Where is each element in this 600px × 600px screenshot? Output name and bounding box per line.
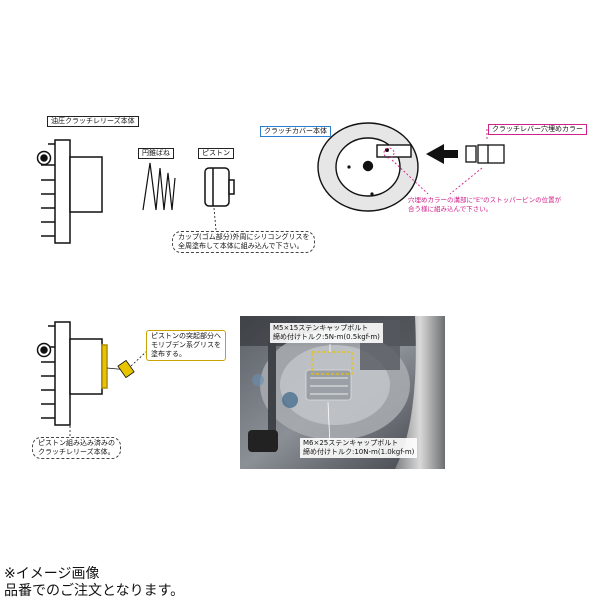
clutch-lever-hole-collar-label: クラッチレバー穴埋めカラー	[488, 124, 587, 135]
clutch-cover-drawing	[317, 122, 419, 212]
collar-drawing	[465, 144, 505, 164]
piston-label: ピストン	[198, 148, 234, 159]
image-disclaimer: ※イメージ画像	[4, 566, 100, 582]
clutch-release-body-label: 油圧クラッチレリーズ本体	[47, 116, 139, 127]
insert-arrow-icon	[426, 144, 458, 164]
collar-alignment-note: 穴埋めカラーの溝部に"E"のストッパーピンの位置が 合う様に組み込んで下さい。	[408, 196, 562, 213]
order-note: 品番でのご注文となります。	[4, 583, 185, 599]
assembled-body-drawing	[36, 321, 108, 426]
bolt-m6-label: M6×25ステンキャップボルト 締め付けトルク:10N-m(1.0kgf-m)	[300, 438, 418, 458]
assembled-body-label: ピストン組み込み済みの クラッチレリーズ本体。	[32, 437, 121, 459]
piston-drawing	[204, 167, 235, 207]
magenta-leaders	[383, 128, 488, 195]
clutch-release-body-drawing	[36, 139, 103, 244]
piston-grease-note: ピストンの突起部分へ モリブデン系グリスを 塗布する。	[146, 330, 226, 361]
conical-spring-label: 円錐ばね	[138, 148, 174, 159]
conical-spring-drawing	[142, 162, 176, 211]
bolt-m5-label: M5×15ステンキャップボルト 締め付けトルク:5N-m(0.5kgf-m)	[270, 323, 383, 343]
grease-leader	[106, 349, 149, 379]
clutch-cover-body-label: クラッチカバー本体	[260, 126, 331, 137]
cup-grease-note: カップ(ゴム部分)外周にシリコングリスを 全周塗布して本体に組み込んで下さい。	[172, 231, 316, 253]
